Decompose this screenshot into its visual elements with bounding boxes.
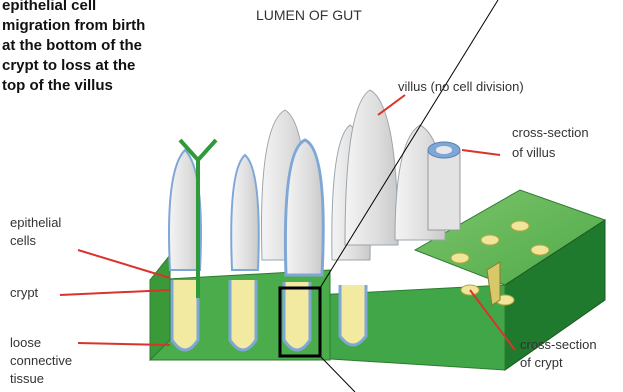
epithelial-label-1: epithelial (10, 214, 61, 232)
loose-connective-label-1: loose (10, 334, 41, 352)
crypt-label: crypt (10, 284, 38, 302)
crypt-cross-section (511, 221, 529, 231)
crypt-cross-section (531, 245, 549, 255)
caption-line: crypt to loss at the (2, 56, 135, 76)
cross-section-villus-label-2: of villus (512, 144, 555, 162)
loose-connective-label-2: connective (10, 352, 72, 370)
caption-line: migration from birth (2, 16, 145, 36)
cross-section-crypt-label-2: of crypt (520, 354, 563, 372)
villus-label: villus (no cell division) (398, 78, 524, 96)
caption-line: top of the villus (2, 76, 113, 96)
villus-cross-section-cylinder (428, 142, 460, 230)
loose-connective-label-3: tissue (10, 370, 44, 388)
crypt-cross-section (481, 235, 499, 245)
epithelial-label-2: cells (10, 232, 36, 250)
villi (169, 90, 445, 275)
caption-line: at the bottom of the (2, 36, 142, 56)
cross-section-villus-label-1: cross-section (512, 124, 589, 142)
cross-section-crypt-label-1: cross-section (520, 336, 597, 354)
caption-line: epithelial cell (2, 0, 96, 16)
crypt-cross-section (451, 253, 469, 263)
zoom-line-lower (320, 356, 355, 392)
lumen-label: LUMEN OF GUT (256, 6, 362, 24)
